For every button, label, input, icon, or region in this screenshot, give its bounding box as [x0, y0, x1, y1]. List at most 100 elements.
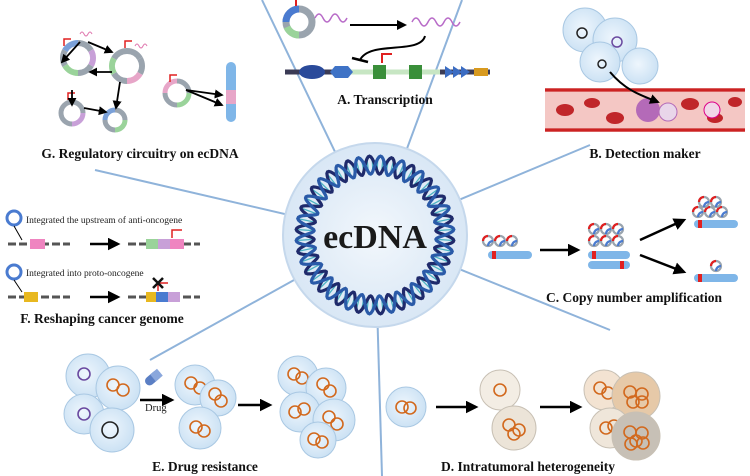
panel-e-drug-resistance: Drug E. Drug resistance — [63, 353, 356, 474]
ecdna-ring-icon — [323, 384, 337, 398]
helix-rung — [428, 263, 445, 273]
regulation-curve — [359, 35, 426, 61]
panel-f-reshaping-genome: Integrated the upstream of anti-oncogene… — [5, 209, 200, 326]
ecdna-ring-icon — [507, 427, 521, 441]
drug-capsule-icon — [145, 368, 163, 386]
ecdna-ring-icon — [297, 402, 311, 416]
ecdna-ring-icon — [611, 222, 625, 236]
tumor-cell — [299, 421, 337, 459]
note-upstream: Integrated the upstream of anti-oncogene — [26, 215, 182, 226]
drug-label: Drug — [145, 403, 167, 414]
mrna-wave-icon — [79, 31, 93, 37]
integration-upstream-row: Integrated the upstream of anti-oncogene — [5, 209, 200, 251]
helix-rung — [434, 217, 453, 223]
helix-strand — [294, 154, 456, 316]
ecdna-ring-icon — [505, 234, 519, 248]
helix-rung — [305, 263, 322, 273]
promoter-flag-icon — [169, 74, 177, 82]
helix-rung — [428, 197, 445, 207]
gene-track — [285, 53, 490, 79]
center-label: ecDNA — [323, 219, 427, 256]
panel-f-title: F. Reshaping cancer genome — [20, 311, 184, 326]
chromosome-icon — [488, 251, 532, 259]
helix-rung — [435, 238, 454, 242]
tumor-cell — [611, 411, 661, 461]
ecdna-ring-icon — [611, 234, 625, 248]
chromosome-icon — [694, 274, 738, 282]
panel-c-copy-number: C. Copy number amplification — [481, 195, 738, 305]
mrna-wave-icon — [411, 17, 461, 27]
mrna-wave-icon — [314, 13, 348, 23]
chromosome-icon — [588, 251, 630, 259]
heterogeneity-cells — [385, 369, 661, 461]
mrna-wave-icon — [134, 43, 148, 49]
panel-a-title: A. Transcription — [337, 92, 433, 107]
tumor-cell-cluster — [562, 7, 659, 85]
dna-helix-ring — [294, 154, 456, 316]
ecdna-ring-icon — [322, 410, 336, 424]
panel-e-title: E. Drug resistance — [152, 459, 258, 474]
ecdna-ring-icon — [116, 383, 130, 397]
tumor-cell — [199, 379, 237, 417]
promoter-flag-icon — [124, 40, 132, 48]
ecdna-ring-icon — [214, 394, 228, 408]
ecdna-ring-icon — [715, 205, 729, 219]
helix-rung — [432, 255, 450, 263]
ecdna-ring-icon — [162, 78, 192, 108]
panel-g-title: G. Regulatory circuitry on ecDNA — [41, 146, 239, 161]
panel-c-title: C. Copy number amplification — [546, 290, 723, 305]
ecdna-ring-icon — [395, 400, 409, 414]
tumor-cell — [178, 406, 222, 450]
ecdna-ring-icon — [493, 383, 507, 397]
helix-rung — [297, 217, 316, 223]
promoter-flag-icon — [63, 38, 71, 46]
ecdna-ring-icon — [307, 432, 321, 446]
arrow-icon — [639, 218, 687, 242]
panel-b-detection: B. Detection maker — [545, 7, 745, 161]
integration-proto-row: Integrated into proto-oncogene — [5, 263, 200, 304]
arrow-icon — [609, 71, 660, 104]
panel-d-title: D. Intratumoral heterogeneity — [441, 459, 615, 474]
ecdna-ring-icon — [599, 421, 613, 435]
ecdna-ring-icon — [60, 40, 96, 76]
panel-d-heterogeneity: D. Intratumoral heterogeneity — [385, 369, 661, 474]
ecdna-ring-icon — [599, 234, 613, 248]
panel-g-regulatory-circuitry: G. Regulatory circuitry on ecDNA — [41, 31, 239, 161]
note-proto: Integrated into proto-oncogene — [26, 269, 144, 279]
ecdna-ring-icon — [587, 222, 601, 236]
ecdna-ring-icon — [77, 407, 91, 421]
ecdna-ring-icon — [109, 48, 145, 84]
ecdna-ring-icon — [403, 401, 417, 415]
ecdna-ring-icon — [197, 424, 211, 438]
cross-icon — [152, 277, 164, 289]
ecdna-ring-icon — [697, 195, 711, 209]
blood-vessel — [545, 88, 745, 132]
central-ecdna-emblem: ecDNA — [282, 142, 468, 328]
ecdna-ring-icon — [288, 405, 302, 419]
ecdna-ring-icon — [330, 417, 344, 431]
ecdna-network — [58, 31, 192, 133]
panel-b-title: B. Detection maker — [589, 146, 700, 161]
ecdna-ring-icon — [189, 420, 203, 434]
panel-a-transcription: A. Transcription — [282, 0, 490, 107]
helix-rung — [432, 207, 450, 215]
amplification-scheme — [481, 195, 738, 282]
chromosome-icon — [694, 220, 738, 228]
tumor-cell — [385, 386, 427, 428]
ecdna-ring-icon — [295, 371, 309, 385]
chromosome-icon — [588, 261, 630, 269]
ecdna-ring-icon — [709, 195, 723, 209]
ecdna-ring-icon — [102, 107, 128, 133]
ecdna-ring-icon — [77, 367, 91, 381]
helix-rung — [300, 255, 318, 263]
helix-rung — [296, 228, 315, 232]
ecdna-ring-icon — [636, 436, 650, 450]
helix-rung — [297, 247, 316, 253]
ecdna-ring-icon — [626, 395, 640, 409]
ecdna-ring-icon — [481, 234, 495, 248]
tumor-cell — [95, 365, 141, 411]
ecdna-ring-icon — [703, 205, 717, 219]
ecdna-ring-icon — [58, 99, 86, 127]
drug-resistance-cells — [63, 353, 356, 459]
arrow-icon — [639, 253, 687, 275]
